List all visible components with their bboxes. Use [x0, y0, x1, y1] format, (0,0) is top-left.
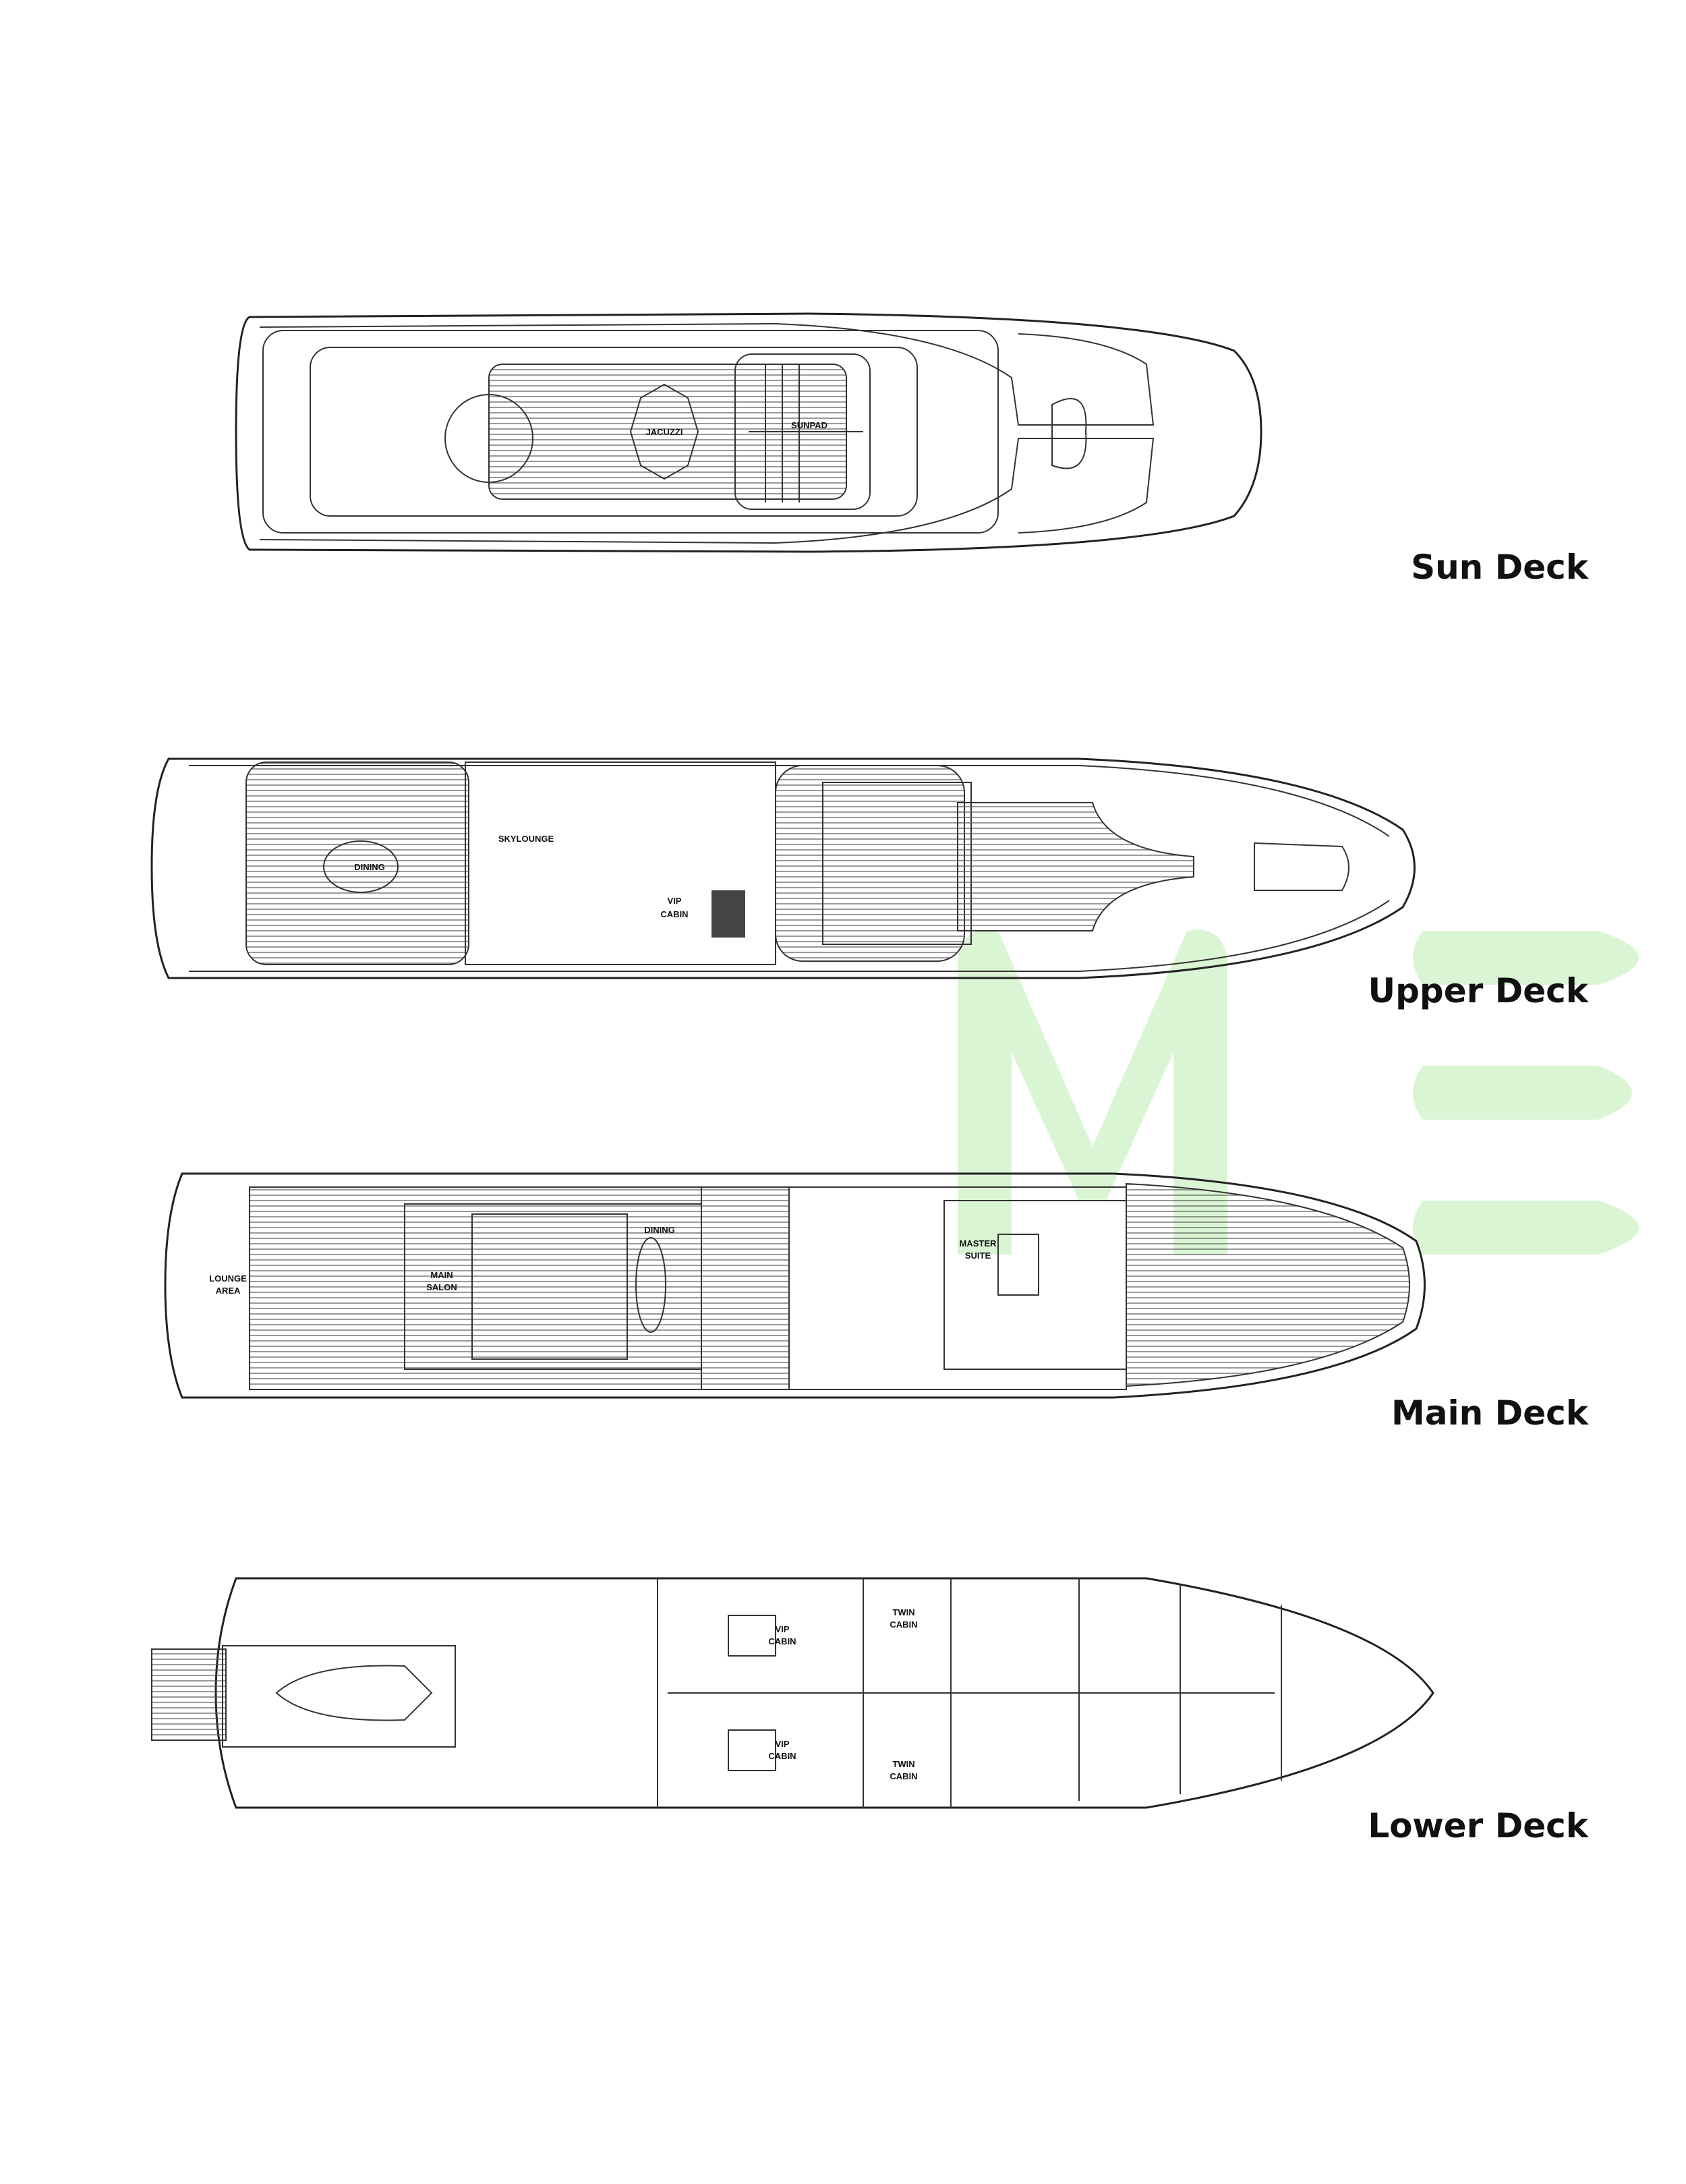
room-label-dining: DINING	[354, 862, 385, 872]
room-label-main: MAIN	[430, 1270, 453, 1280]
deck-title-upper: Upper Deck	[1368, 971, 1588, 1010]
room-label-cabin: CABIN	[768, 1751, 796, 1761]
room-label-vip: VIP	[668, 896, 682, 906]
room-label-cabin: CABIN	[890, 1771, 917, 1781]
room-label-salon: SALON	[426, 1282, 457, 1292]
deck-title-lower: Lower Deck	[1368, 1806, 1588, 1845]
main-deck-plan: LOUNGE AREA MAIN SALON DINING MASTER SUI…	[164, 1172, 1426, 1399]
room-label-lounge: LOUNGE	[209, 1273, 247, 1284]
room-label-vip: VIP	[776, 1624, 790, 1634]
room-label-area: AREA	[216, 1286, 241, 1296]
deck-title-main: Main Deck	[1391, 1393, 1588, 1433]
room-label-cabin: CABIN	[660, 909, 688, 919]
room-label-cabin: CABIN	[768, 1636, 796, 1646]
room-label-cabin: CABIN	[890, 1619, 917, 1630]
room-label-skylounge: SKYLOUNGE	[498, 834, 554, 844]
room-label-twin: TWIN	[892, 1607, 914, 1617]
room-label-vip: VIP	[776, 1739, 790, 1749]
sun-deck-plan: JACUZZI SUNPAD	[235, 312, 1262, 553]
upper-deck-plan: DINING SKYLOUNGE VIP CABIN	[150, 757, 1416, 979]
lower-deck-plan: VIP CABIN TWIN CABIN VIP CABIN TWIN CABI…	[151, 1577, 1434, 1809]
room-label-jacuzzi: JACUZZI	[646, 427, 683, 437]
room-label-twin: TWIN	[892, 1759, 914, 1769]
deck-title-sun: Sun Deck	[1411, 548, 1588, 587]
room-label-suite: SUITE	[965, 1251, 991, 1261]
room-label-dining: DINING	[644, 1225, 675, 1235]
room-label-sunpad: SUNPAD	[791, 420, 827, 430]
room-label-master: MASTER	[960, 1238, 997, 1248]
watermark-logo	[958, 929, 1639, 1255]
